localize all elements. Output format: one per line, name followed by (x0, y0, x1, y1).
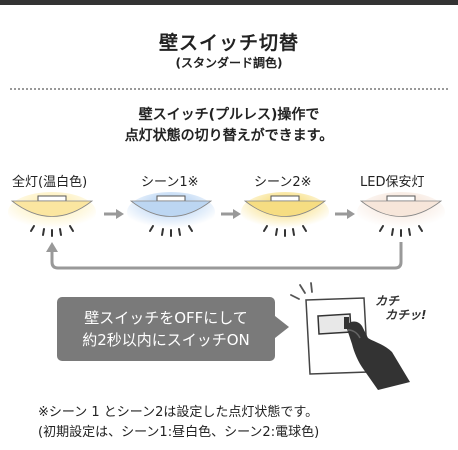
ceiling-light-scene-1-icon (127, 192, 215, 237)
mode-label-led-night-light: LED保安灯 (360, 175, 425, 190)
mode-cycle-diagram (8, 192, 445, 270)
top-bar (0, 0, 458, 5)
click-sound-text-2: カチッ! (385, 308, 427, 322)
mode-label-scene-1: シーン1※ (141, 175, 199, 190)
callout-line-2: 約2秒以内にスイッチON (82, 331, 250, 349)
wall-switch-hand-icon (290, 282, 410, 390)
dotted-divider (10, 88, 448, 90)
ceiling-light-full-icon (8, 192, 96, 237)
instruction-callout: 壁スイッチをOFFにして 約2秒以内にスイッチON (57, 297, 275, 361)
description-line-1: 壁スイッチ(プルレス)操作で (138, 107, 320, 123)
arrow-right-icon (221, 209, 241, 219)
return-loop-arrow-icon (46, 242, 403, 270)
mode-label-scene-2: シーン2※ (254, 175, 312, 190)
arrow-right-icon (335, 209, 355, 219)
page-subtitle: (スタンダード調色) (175, 56, 283, 70)
callout-pointer (275, 316, 289, 338)
note-line-1: ※シーン 1 とシーン2は設定した点灯状態です。 (38, 405, 319, 420)
page-title: 壁スイッチ切替 (158, 32, 299, 54)
ceiling-light-led-night-icon (357, 192, 445, 237)
click-sound-text-1: カチ (375, 294, 400, 308)
description-line-2: 点灯状態の切り替えができます。 (124, 128, 334, 144)
callout-line-1: 壁スイッチをOFFにして (84, 309, 248, 327)
ceiling-light-scene-2-icon (241, 192, 329, 237)
note-line-2: (初期設定は、シーン1:昼白色、シーン2:電球色) (38, 425, 320, 440)
mode-label-full-light: 全灯(温白色) (12, 175, 88, 190)
arrow-right-icon (104, 209, 124, 219)
